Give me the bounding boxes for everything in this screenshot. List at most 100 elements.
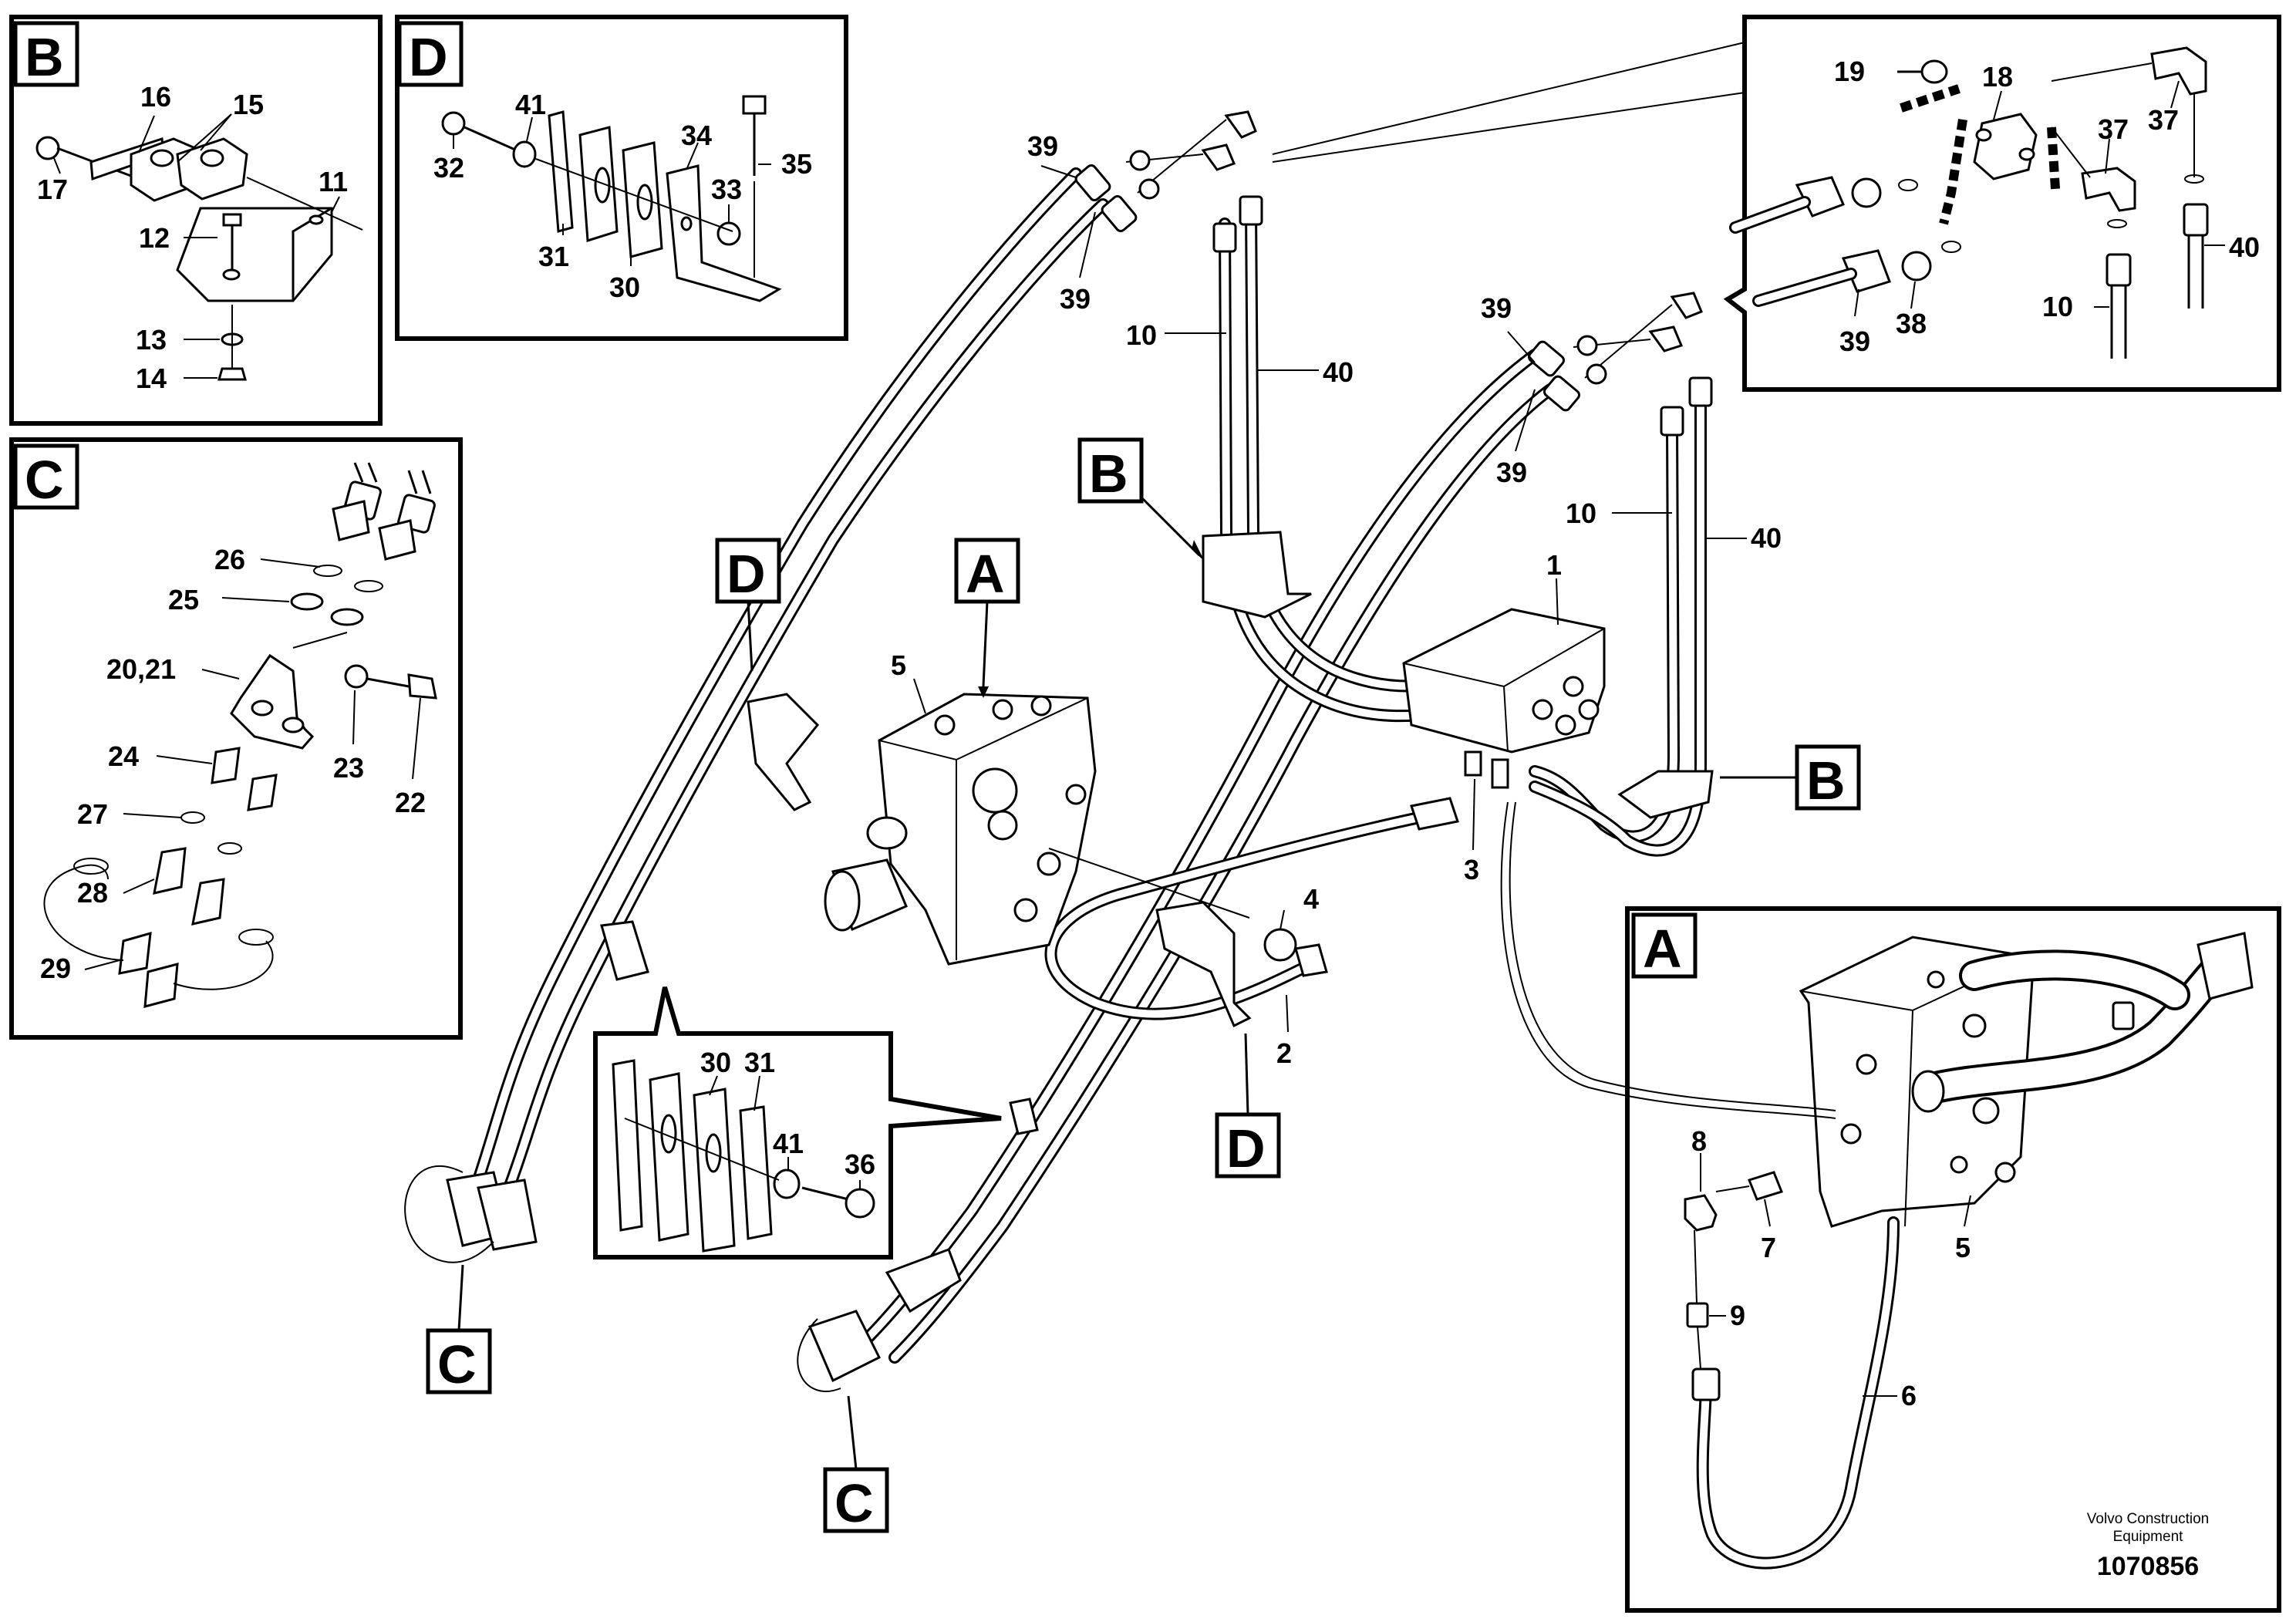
clamp-bore: [200, 149, 224, 167]
clamp-bracket-b: [1202, 531, 1312, 619]
tag-b2: [1795, 744, 1861, 811]
part-label-2: 2: [1276, 1037, 1292, 1069]
part-label-16: 16: [140, 81, 171, 113]
part-label-12: 12: [139, 222, 170, 254]
publisher-line-1: Volvo Construction: [2087, 1511, 2209, 1527]
bracket-34: [666, 164, 782, 302]
tag-c2-letter: C: [834, 1473, 874, 1533]
part-label-40b: 40: [1751, 522, 1782, 554]
plate-31: [548, 110, 574, 233]
detail-panel-c: C: [9, 437, 463, 1040]
part-label-33: 33: [711, 174, 742, 205]
hose-fitting-40: [1239, 195, 1263, 226]
part-label-13: 13: [136, 324, 167, 356]
part-label-32: 32: [433, 152, 464, 184]
part-label-20-21: 20,21: [106, 653, 176, 685]
part-label-25: 25: [168, 584, 199, 615]
clamp-bore: [150, 149, 174, 167]
coupler-block: [885, 1248, 962, 1313]
washer-25: [290, 592, 324, 611]
part-label-31: 31: [538, 241, 569, 272]
tag-b: [1077, 437, 1144, 504]
washer-25b: [330, 608, 364, 626]
tag-b-letter: B: [1089, 443, 1128, 504]
adapter-24b: [247, 774, 278, 811]
hose-nut: [378, 519, 416, 561]
hose-fitting-10: [2106, 253, 2132, 287]
figure-number: 1070856: [2097, 1552, 2199, 1581]
adapter-9: [1686, 1302, 1709, 1328]
part-label-39c: 39: [1481, 292, 1512, 324]
washer-38: [1901, 251, 1932, 282]
dust-cap-29b: [143, 963, 179, 1008]
clamp-bore: [594, 167, 611, 204]
plate: [612, 1059, 643, 1232]
bracket-hole: [222, 268, 241, 281]
bolt-22-head: [407, 673, 437, 700]
part-label-39d: 39: [1496, 457, 1527, 488]
bolt-36-head: [845, 1188, 875, 1219]
part-label-41: 41: [515, 89, 546, 120]
part-label-5: 5: [1955, 1232, 1971, 1263]
part-label-30: 30: [609, 271, 640, 303]
detail-d-letter: D: [409, 27, 448, 87]
part-label-4: 4: [1303, 883, 1319, 915]
part-label-29: 29: [40, 953, 71, 984]
part-label-26: 26: [214, 544, 245, 575]
bolt-35-head: [742, 95, 767, 115]
detail-panel-fittings: 19 18 37 37 40 10 39 38: [1272, 15, 2281, 392]
part-label-10: 10: [1126, 319, 1157, 351]
hose-fitting-40: [2183, 203, 2209, 237]
tag-d2: [1215, 1112, 1281, 1179]
part-label-27: 27: [77, 798, 108, 830]
detail-panel-d2: 30 31 41 36: [593, 986, 1002, 1259]
part-label-8: 8: [1691, 1125, 1707, 1157]
clamp-bracket-b2: [1617, 770, 1714, 819]
fitting-4: [1263, 928, 1297, 962]
part-label-17: 17: [37, 174, 68, 205]
part-label-39: 39: [1027, 130, 1058, 162]
flange-18: [1973, 113, 2038, 180]
tag-d-letter: D: [727, 544, 766, 604]
tag-c-letter: C: [437, 1334, 477, 1394]
tag-d: [715, 538, 781, 604]
detail-d-tag-box: [397, 21, 464, 87]
detail-a-letter: A: [1643, 919, 1682, 979]
part-label-1: 1: [1546, 549, 1562, 581]
hose-fitting: [1527, 340, 1566, 377]
hose-fitting-10: [1212, 222, 1237, 253]
tag-c: [426, 1328, 492, 1394]
part-label-36: 36: [845, 1148, 875, 1180]
part-label-5: 5: [891, 649, 906, 681]
bolt-12-head: [222, 213, 242, 227]
elbow-37: [2150, 46, 2207, 96]
dust-cap-29: [118, 931, 152, 975]
part-label-37b: 37: [2098, 113, 2129, 145]
part-label-39: 39: [1839, 325, 1870, 357]
part-label-31: 31: [744, 1047, 775, 1078]
washer-41: [512, 140, 537, 168]
clamp-15b: [176, 137, 248, 201]
adapter-7: [1748, 1171, 1783, 1201]
part-label-11: 11: [319, 166, 348, 197]
part-label-35: 35: [781, 148, 812, 180]
bolt-17-head: [35, 136, 60, 160]
nut-33: [716, 221, 741, 246]
washer-23: [344, 664, 369, 689]
part-label-24: 24: [108, 740, 139, 772]
part-label-28: 28: [77, 877, 108, 909]
part-label-39b: 39: [1060, 283, 1091, 315]
part-label-9: 9: [1730, 1300, 1745, 1331]
coupler-28b: [191, 878, 225, 926]
detail-panel-d: D 41 32 34 35 33 31 30: [395, 15, 848, 341]
part-label-40: 40: [1323, 356, 1354, 388]
elbow-37b: [2081, 167, 2136, 212]
fitting: [1491, 758, 1509, 789]
hose-fitting-39b: [1101, 194, 1138, 233]
part-label-22: 22: [395, 787, 426, 818]
tag-a-letter: A: [966, 544, 1005, 604]
publisher-line-2: Equipment: [2113, 1529, 2184, 1545]
clamp-bracket-d2: [1155, 901, 1252, 1028]
part-label-18: 18: [1982, 61, 2013, 93]
